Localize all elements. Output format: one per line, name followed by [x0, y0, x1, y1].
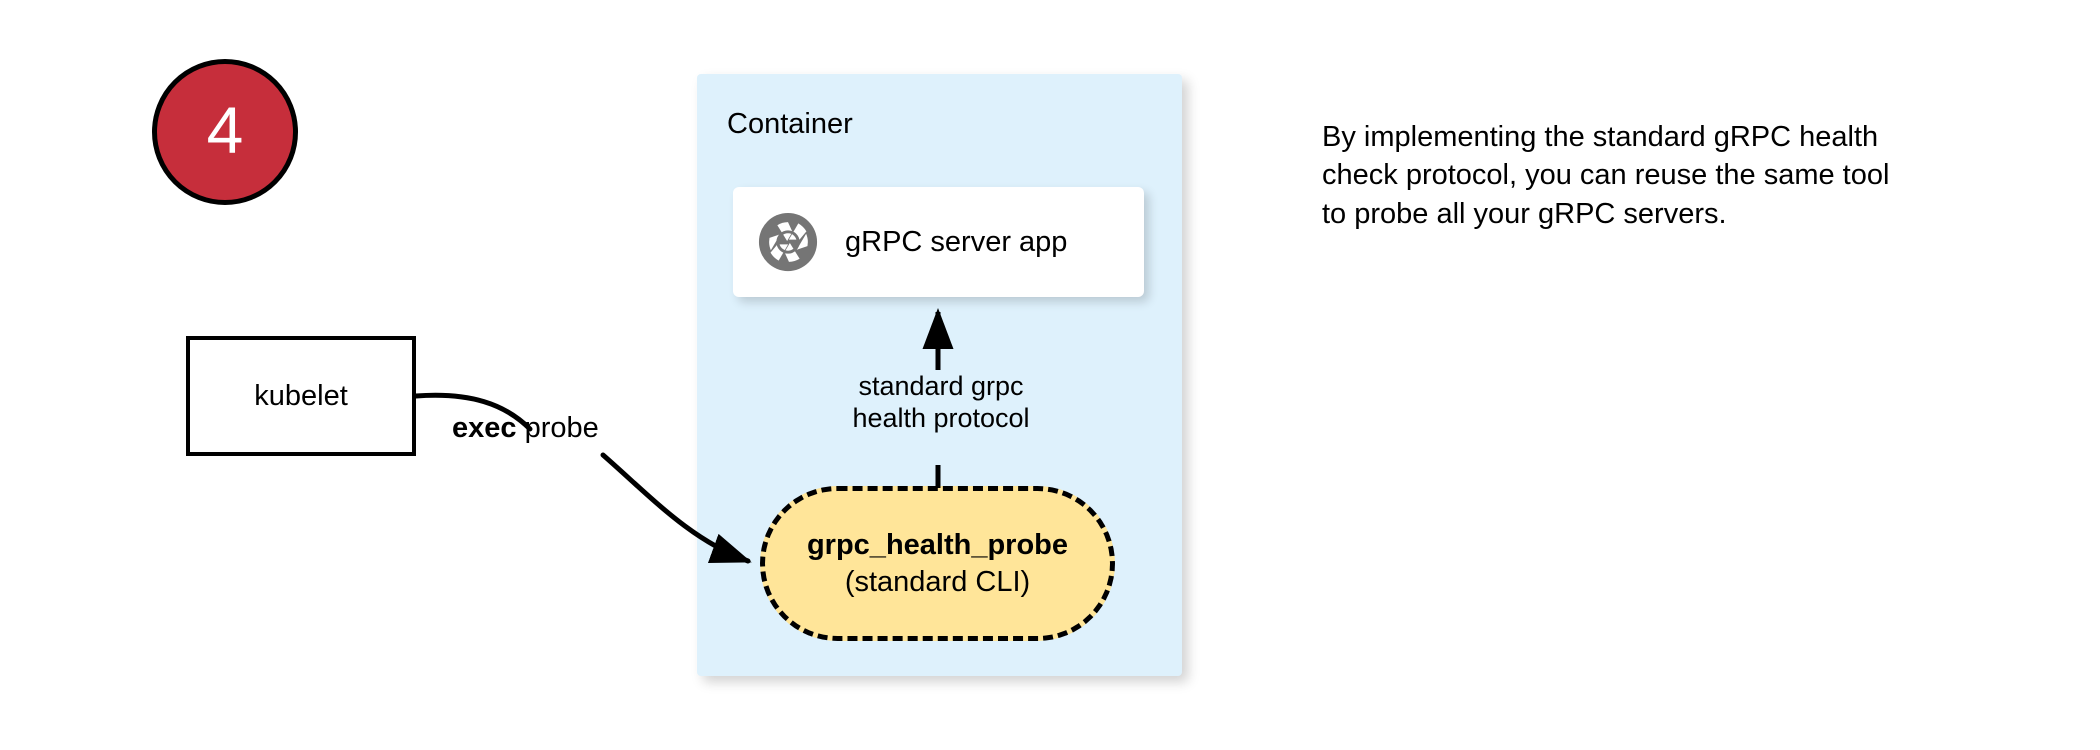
kubelet-node: kubelet — [186, 336, 416, 456]
exec-probe-rest-part: probe — [516, 412, 599, 444]
container-title: Container — [727, 108, 853, 140]
grpc-server-app-label: gRPC server app — [845, 225, 1068, 258]
grpc-health-probe-subtitle: (standard CLI) — [844, 565, 1031, 598]
grpc-server-app-node: gRPC server app — [733, 187, 1144, 297]
protocol-edge-label-line2: health protocol — [852, 402, 1030, 433]
step-number-label: 4 — [206, 93, 244, 167]
protocol-edge-label: standard grpc health protocol — [826, 371, 1056, 435]
side-note-text: By implementing the standard gRPC health… — [1322, 121, 1890, 230]
grpc-aperture-icon — [757, 211, 819, 273]
grpc-health-probe-title: grpc_health_probe — [806, 529, 1069, 562]
exec-probe-edge-label: exec probe — [452, 412, 599, 445]
kubelet-label: kubelet — [254, 379, 348, 412]
step-number-badge: 4 — [152, 59, 298, 205]
exec-probe-bold-part: exec — [452, 412, 517, 444]
grpc-health-probe-node: grpc_health_probe (standard CLI) — [760, 486, 1115, 641]
protocol-edge-label-line1: standard grpc — [858, 371, 1024, 401]
